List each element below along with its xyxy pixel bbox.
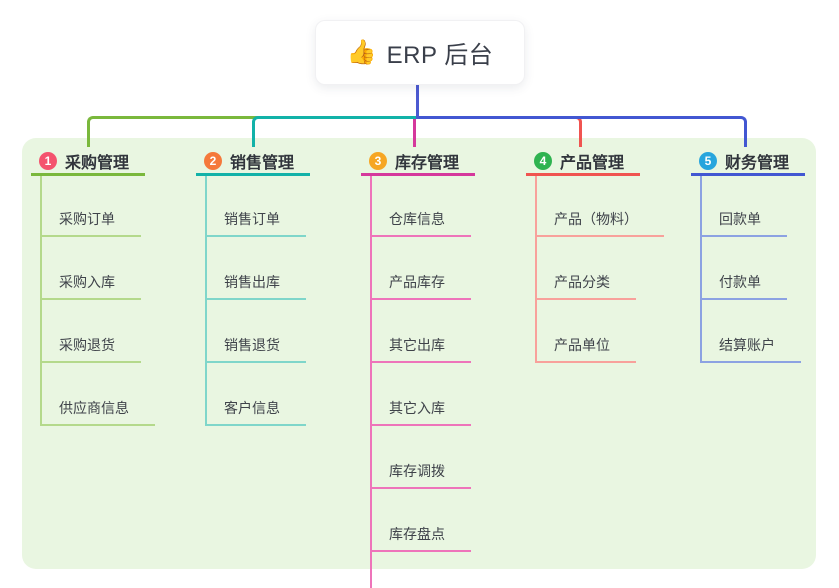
branch-node-title[interactable]: 3 库存管理 xyxy=(361,148,475,176)
branch-node-title[interactable]: 2 销售管理 xyxy=(196,148,310,176)
child-node[interactable]: 销售退货 xyxy=(207,300,306,363)
child-node[interactable]: 采购订单 xyxy=(42,176,141,237)
child-node[interactable]: 客户信息 xyxy=(207,363,306,426)
branch-title-label: 产品管理 xyxy=(560,154,625,172)
priority-badge: 5 xyxy=(699,151,717,170)
child-node[interactable]: 供应商信息 xyxy=(42,363,155,426)
priority-badge: 4 xyxy=(534,151,552,170)
connector-branch-5 xyxy=(417,116,747,147)
child-node[interactable]: 采购退货 xyxy=(42,300,141,363)
child-node[interactable]: 回款单 xyxy=(702,176,787,237)
priority-badge: 1 xyxy=(39,151,57,170)
child-node-label: 产品单位 xyxy=(554,337,610,353)
connector-root-stem xyxy=(416,83,419,119)
branches-panel xyxy=(22,138,816,569)
branch-4: 4 产品管理产品（物料） 产品分类产品单位 xyxy=(526,148,664,363)
child-node-label: 产品（物料） xyxy=(554,211,638,227)
root-node[interactable]: 👍 ERP 后台 xyxy=(315,20,525,85)
branch-title-label: 销售管理 xyxy=(230,154,295,172)
connector-branch-1 xyxy=(87,116,417,147)
child-node-label: 库存调拨 xyxy=(389,463,445,479)
branch-node-title[interactable]: 1 采购管理 xyxy=(31,148,145,176)
child-node[interactable]: 其它入库 xyxy=(372,363,471,426)
child-node-label: 回款单 xyxy=(719,211,761,227)
child-node-label: 客户信息 xyxy=(224,400,280,416)
child-node-label: 产品分类 xyxy=(554,274,610,290)
child-node-label: 供应商信息 xyxy=(59,400,129,416)
branch-title-label: 采购管理 xyxy=(65,154,130,172)
branch-title-label: 库存管理 xyxy=(395,154,460,172)
branch-node-title[interactable]: 4 产品管理 xyxy=(526,148,640,176)
child-node[interactable]: 付款单 xyxy=(702,237,787,300)
connector-branch-2 xyxy=(252,116,417,147)
child-node[interactable]: 产品库存 xyxy=(372,237,471,300)
child-node[interactable]: 产品分类 xyxy=(537,237,636,300)
child-node-label: 库存盘点 xyxy=(389,526,445,542)
child-node[interactable]: 采购入库 xyxy=(42,237,141,300)
child-node-label: 销售出库 xyxy=(224,274,280,290)
child-node-label: 其它出库 xyxy=(389,337,445,353)
child-node-label: 销售退货 xyxy=(224,337,280,353)
branch-node-title[interactable]: 5 财务管理 xyxy=(691,148,805,176)
child-node[interactable]: 产品（物料） xyxy=(537,176,664,237)
root-node-label: ERP 后台 xyxy=(386,42,494,69)
child-node[interactable]: 销售出库 xyxy=(207,237,306,300)
branch-children: 仓库信息产品库存其它出库其它入库库存调拨库存盘点出库库明细 xyxy=(370,176,485,588)
child-node[interactable]: 库存盘点 xyxy=(372,489,471,552)
child-node-label: 付款单 xyxy=(719,274,761,290)
branch-1: 1 采购管理采购订单采购入库采购退货供应商信息 xyxy=(31,148,155,426)
connector-branch-3 xyxy=(413,116,416,147)
child-node-label: 产品库存 xyxy=(389,274,445,290)
priority-badge: 2 xyxy=(204,151,222,170)
branch-title-label: 财务管理 xyxy=(725,154,790,172)
child-node[interactable]: 库存调拨 xyxy=(372,426,471,489)
thumbs-up-icon: 👍 xyxy=(346,38,377,66)
branch-children: 产品（物料） 产品分类产品单位 xyxy=(535,176,664,363)
branch-2: 2 销售管理销售订单销售出库销售退货客户信息 xyxy=(196,148,310,426)
branch-children: 销售订单销售出库销售退货客户信息 xyxy=(205,176,306,426)
child-node[interactable]: 销售订单 xyxy=(207,176,306,237)
branch-3: 3 库存管理仓库信息产品库存其它出库其它入库库存调拨库存盘点出库库明细 xyxy=(361,148,485,588)
child-node-label: 仓库信息 xyxy=(389,211,445,227)
child-node-label: 采购订单 xyxy=(59,211,115,227)
child-node-label: 其它入库 xyxy=(389,400,445,416)
branch-children: 回款单付款单结算账户 xyxy=(700,176,801,363)
child-node-label: 销售订单 xyxy=(224,211,280,227)
child-node-label: 采购退货 xyxy=(59,337,115,353)
branch-5: 5 财务管理回款单付款单结算账户 xyxy=(691,148,805,363)
child-node[interactable]: 产品单位 xyxy=(537,300,636,363)
child-node[interactable]: 结算账户 xyxy=(702,300,801,363)
child-node[interactable]: 其它出库 xyxy=(372,300,471,363)
child-node[interactable]: 出库库明细 xyxy=(372,552,485,588)
child-node[interactable]: 仓库信息 xyxy=(372,176,471,237)
child-node-label: 结算账户 xyxy=(719,337,775,353)
branch-children: 采购订单采购入库采购退货供应商信息 xyxy=(40,176,155,426)
priority-badge: 3 xyxy=(369,151,387,170)
child-node-label: 采购入库 xyxy=(59,274,115,290)
